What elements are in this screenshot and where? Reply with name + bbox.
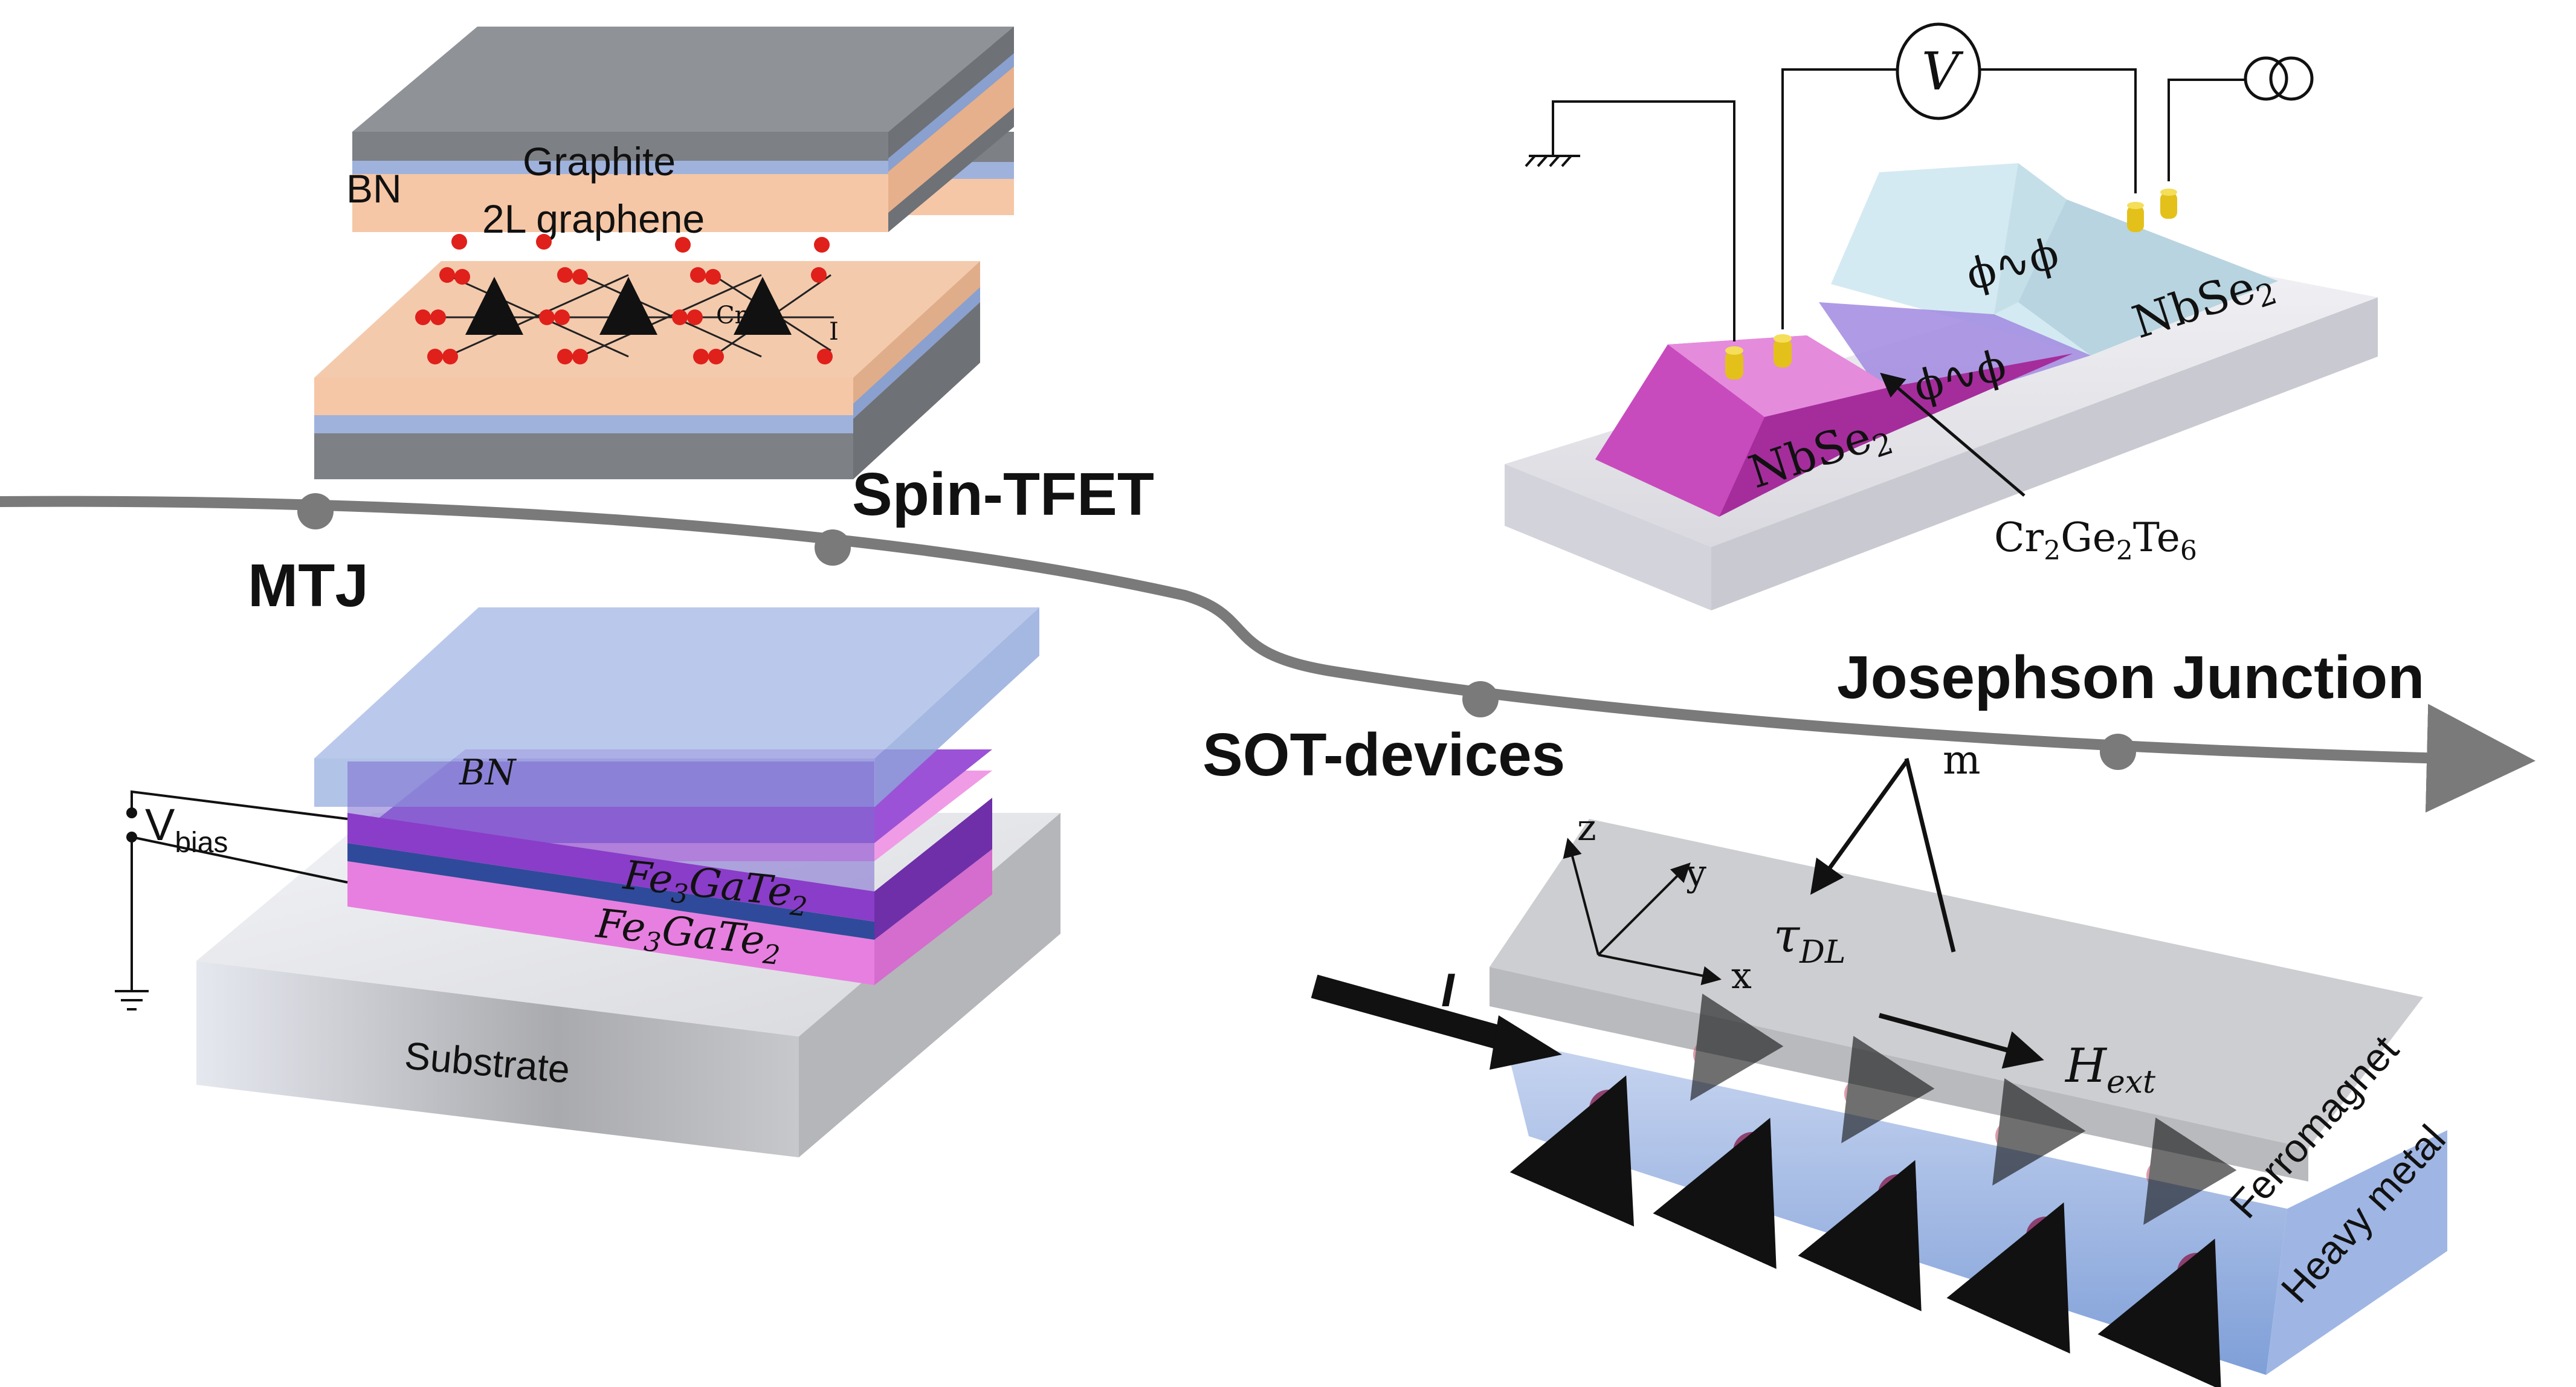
- josephson-device: V ϕ∿ϕ ϕ∿ϕ NbSe2 NbSe2 Cr2Ge2Te6: [1505, 22, 2378, 610]
- h-ext-vector: [1878, 1013, 2044, 1069]
- spin-arrows: [1509, 1075, 2221, 1387]
- h-ext-label: Hext: [2064, 1039, 2155, 1101]
- m-vector: [1904, 758, 1956, 952]
- milestone-mtj-label: MTJ: [248, 552, 369, 619]
- timeline: MTJ Spin-TFET SOT-devices Josephson Junc…: [0, 461, 2536, 813]
- iodine-atoms: [415, 234, 833, 364]
- graphite-bottom-layer: [314, 433, 853, 479]
- mtj-device: Substrate BN Fe3GaTe2 Fe3GaTe2: [115, 607, 1060, 1157]
- hbn-bottom-layer: [314, 378, 853, 415]
- vbias-terminal-bottom: [126, 832, 137, 842]
- bn-slab-top: [314, 607, 1039, 758]
- sot-device: z y x m τDL Hext I Ferromagnet Heavy met…: [1311, 737, 2454, 1387]
- gold-contacts: [1725, 189, 2177, 380]
- current-label: I: [1441, 963, 1455, 1017]
- interface-spins: [1690, 994, 2237, 1225]
- bn-bottom-layer: [314, 415, 853, 433]
- vbias-label: Vbias: [145, 800, 228, 859]
- timeline-node-mtj[interactable]: [297, 493, 334, 529]
- axis-y-label: y: [1685, 852, 1706, 894]
- cgt-pointer: [1880, 372, 2026, 497]
- coordinate-axes: [1563, 838, 1722, 986]
- cgt-label: Cr2Ge2Te6: [1994, 514, 2197, 566]
- cr-atom-label: Cr: [716, 302, 747, 329]
- timeline-node-sot[interactable]: [1462, 681, 1499, 717]
- tau-dl-label: τDL: [1774, 909, 1845, 971]
- timeline-node-spin-tfet[interactable]: [815, 529, 851, 566]
- milestone-josephson-label: Josephson Junction: [1837, 644, 2424, 711]
- top-stack: [352, 27, 1014, 232]
- i-atom-label: I: [829, 318, 839, 346]
- chromium-atoms: [465, 277, 792, 335]
- milestone-sot-label: SOT-devices: [1202, 721, 1565, 789]
- tau-dl-vector: [1810, 760, 1908, 895]
- bn-label: BN: [346, 166, 402, 211]
- jj-wiring: [1525, 68, 2245, 341]
- graphite-label: Graphite: [523, 139, 676, 184]
- ferromagnet-top: [1490, 819, 2423, 1148]
- graphene-label: 2L graphene: [482, 196, 705, 241]
- axis-x-label: x: [1731, 955, 1752, 997]
- current-source: [2244, 56, 2314, 101]
- timeline-curve: [0, 496, 2536, 813]
- current-arrow: [1311, 974, 1514, 1053]
- fgt-bottom-label: Fe3GaTe2: [593, 900, 784, 971]
- bn-mtj-label: BN: [459, 752, 517, 793]
- m-label: m: [1943, 737, 1981, 783]
- bottom-stack: [314, 261, 980, 479]
- axis-z-label: z: [1577, 807, 1596, 849]
- fgt-top-label: Fe3GaTe2: [620, 852, 811, 923]
- voltmeter-label: V: [1922, 42, 1964, 102]
- vbias-terminal-top: [126, 807, 137, 818]
- voltmeter: [1896, 22, 1981, 120]
- timeline-node-josephson[interactable]: [2100, 734, 2136, 770]
- milestone-spin-tfet-label: Spin-TFET: [852, 461, 1154, 528]
- spin-tfet-device: Graphite BN 2L graphene: [314, 27, 1014, 479]
